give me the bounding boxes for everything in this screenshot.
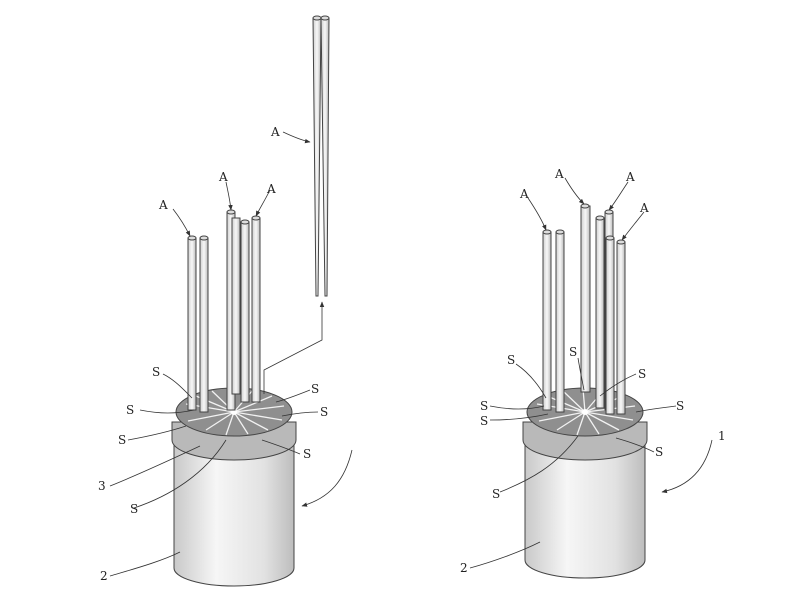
label-s-left-7: S (303, 447, 311, 461)
label-s-left-1: S (152, 365, 160, 379)
label-s-right-5: S (480, 414, 488, 428)
label-s-left-5: S (311, 382, 319, 396)
label-a-left-1: A (158, 198, 168, 212)
left-leader-lines (109, 131, 319, 577)
right-figure: A A A A S S S S S S S S 1 2 (460, 167, 726, 579)
right-assembly-arrow (661, 439, 713, 494)
label-a-right-1: A (519, 187, 529, 201)
left-assembly-arrow (301, 449, 353, 507)
label-s-left-2: S (126, 403, 134, 417)
label-s-left-4: S (130, 502, 138, 516)
right-labels: A A A A S S S S S S S S 1 2 (460, 167, 726, 575)
label-s-right-8: S (492, 487, 500, 501)
label-s-left-3: S (118, 433, 126, 447)
label-s-right-3: S (638, 367, 646, 381)
label-a-right-2: A (554, 167, 564, 181)
label-assembly: 1 (718, 429, 726, 443)
right-lid (522, 387, 648, 461)
label-a-removed: A (270, 125, 280, 139)
label-base-right: 2 (460, 561, 468, 575)
right-leader-lines (469, 177, 677, 569)
label-s-right-7: S (655, 445, 663, 459)
label-s-right-1: S (507, 353, 515, 367)
label-lid: 3 (98, 479, 106, 493)
label-a-right-4: A (639, 201, 649, 215)
label-a-left-3: A (266, 182, 276, 196)
label-base-left: 2 (100, 569, 108, 583)
removed-chopstick-pair (312, 15, 330, 297)
right-base-cylinder (524, 439, 646, 579)
left-chopsticks (187, 209, 261, 413)
label-a-left-2: A (218, 170, 228, 184)
right-chopsticks (542, 203, 626, 415)
label-s-right-2: S (569, 345, 577, 359)
left-base-cylinder (173, 439, 295, 587)
label-a-right-3: A (625, 170, 635, 184)
label-s-right-6: S (676, 399, 684, 413)
left-labels: A A A A S S S S S S S 3 2 (98, 125, 328, 583)
label-s-right-4: S (480, 399, 488, 413)
extraction-arrow (263, 301, 325, 394)
left-figure: A A A A S S S S S S S 3 2 (98, 15, 353, 587)
label-s-left-6: S (320, 405, 328, 419)
